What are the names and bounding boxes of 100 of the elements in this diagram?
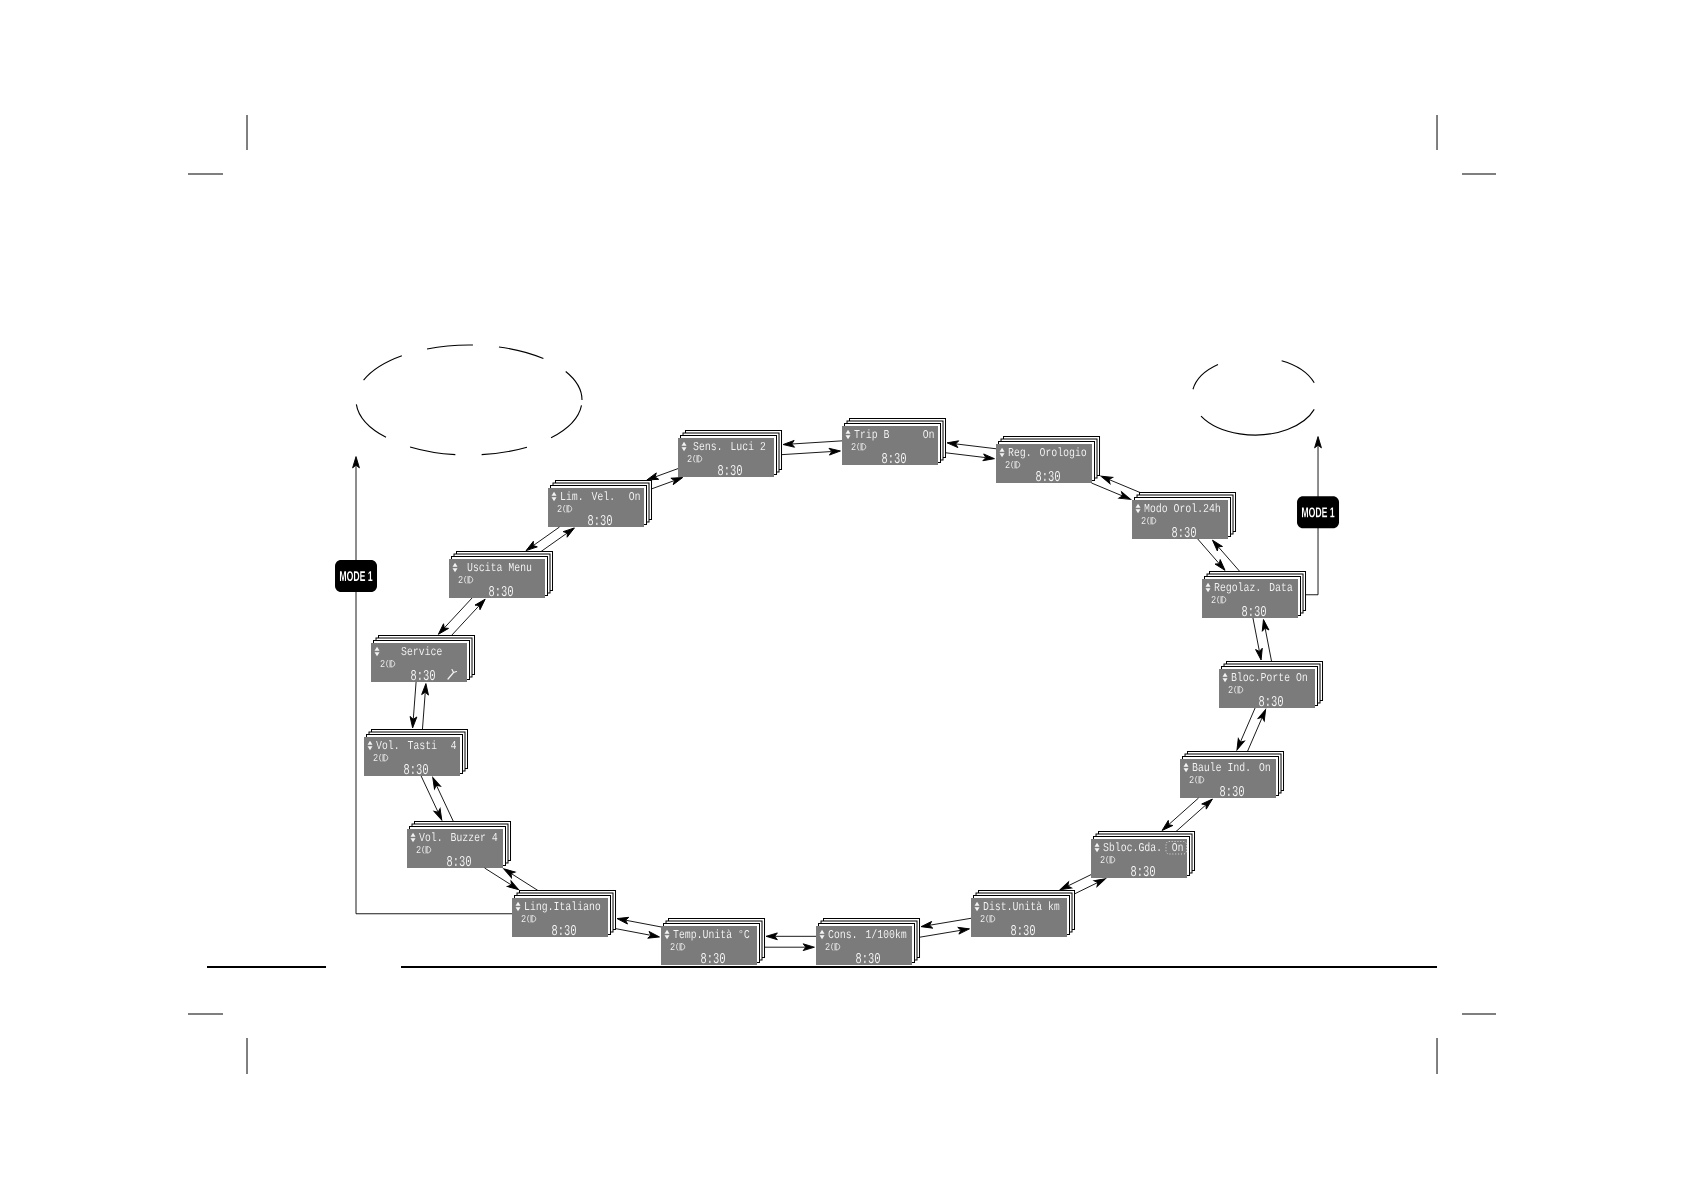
level-number: 2 (557, 505, 562, 512)
display-screen (1180, 751, 1284, 798)
arrow (1197, 538, 1226, 571)
display-screen (407, 821, 511, 868)
level-number: 2 (980, 915, 985, 922)
arrow (1247, 709, 1267, 752)
selected-value: On (1165, 841, 1187, 855)
menu-text: Vol. Buzzer 4 (419, 832, 498, 842)
level-number: 2 (1141, 517, 1146, 524)
arrow (432, 776, 454, 822)
level-number: 2 (825, 943, 830, 950)
level-number: 2 (1228, 686, 1233, 693)
key-badge: MODE 1 (335, 560, 377, 593)
level-number: 2 (670, 943, 675, 950)
menu-text: Service (401, 646, 442, 656)
arrow (1212, 539, 1241, 572)
clock-time: 8:30 (1242, 605, 1266, 617)
arrow (352, 456, 513, 915)
display-screen (996, 436, 1100, 483)
clock-time: 8:30 (718, 464, 742, 476)
level-number: 2 (1005, 461, 1010, 468)
dashed-ellipse (355, 344, 583, 456)
menu-text: Bloc.Porte On (1231, 672, 1307, 682)
menu-text: Baule Ind. On (1192, 762, 1270, 772)
display-screen (1202, 571, 1306, 618)
clock-time: 8:30 (856, 953, 880, 964)
level-number: 2 (458, 576, 463, 583)
menu-text: Dist.Unità km (983, 901, 1060, 911)
arrow (646, 468, 679, 481)
clock-time: 8:30 (1011, 925, 1035, 936)
arrow (451, 598, 486, 636)
level-number: 2 (1189, 776, 1194, 783)
clock-time: 8:30 (1172, 526, 1196, 538)
display-screen (449, 551, 553, 598)
clock-time: 8:30 (552, 925, 576, 936)
arrow (651, 477, 684, 490)
clock-time: 8:30 (1220, 785, 1244, 797)
menu-text: Modo Orol.24h (1144, 503, 1220, 513)
arrow (615, 928, 660, 939)
setting-value: On (923, 430, 934, 439)
arrow (782, 440, 843, 448)
level-number: 2 (851, 443, 856, 450)
arrow (1100, 475, 1141, 493)
level-number: 2 (1211, 596, 1216, 603)
level-number: 2 (380, 660, 385, 667)
menu-text: Lim. Vel. (561, 491, 613, 501)
menu-text: Temp.Unità °C (673, 929, 750, 941)
arrow (781, 447, 841, 456)
menu-text: Uscita Menu (467, 562, 532, 572)
arrow (616, 916, 662, 928)
arrow (409, 681, 418, 729)
arrow (1074, 878, 1106, 895)
clock-time: 8:30 (411, 669, 435, 681)
display-screen (678, 430, 782, 477)
arrow (1261, 619, 1273, 662)
arrow (1252, 617, 1263, 661)
arrow (1175, 798, 1213, 832)
level-number: 2 (521, 915, 526, 922)
arrow (919, 926, 970, 938)
arrow (945, 452, 995, 462)
display-screen (661, 918, 765, 965)
arrow (1059, 874, 1092, 891)
display-screen (1132, 492, 1236, 539)
display-screen (842, 418, 946, 465)
clock-time: 8:30 (447, 856, 471, 867)
menu-text: Cons. 1/100km (828, 929, 907, 939)
setting-value: 4 (451, 741, 456, 749)
menu-text: Trip B (854, 429, 890, 441)
arrow (946, 440, 997, 450)
display-screen (1219, 661, 1323, 708)
level-number: 2 (373, 754, 378, 761)
arrow (420, 775, 443, 821)
clock-time: 8:30 (1036, 470, 1060, 482)
display-screen (1091, 831, 1195, 878)
setting-value: On (629, 492, 640, 501)
arrow (437, 597, 473, 635)
menu-text: Sens. Luci 2 (693, 441, 766, 451)
level-number: 2 (1100, 856, 1105, 863)
menu-text: Vol. Tasti (376, 740, 437, 750)
display-screen (971, 890, 1075, 937)
clock-time: 8:30 (882, 452, 906, 464)
display-screen (816, 918, 920, 965)
arrow (484, 867, 520, 891)
display-screen (364, 729, 468, 776)
clock-time: 8:30 (588, 514, 612, 526)
display-screen (548, 480, 652, 527)
arrow (765, 932, 817, 941)
display-screen (371, 635, 475, 682)
display-screen (512, 890, 616, 937)
clock-time: 8:30 (404, 763, 428, 775)
arrow (1091, 482, 1131, 500)
level-number: 2 (687, 455, 692, 462)
level-number: 2 (416, 846, 421, 853)
arrow (920, 917, 972, 929)
key-badge: MODE 1 (1297, 496, 1339, 529)
clock-time: 8:30 (489, 585, 513, 597)
menu-text: Sbloc.Gda. (1103, 842, 1160, 852)
menu-text: Reg. Orologio (1008, 447, 1087, 459)
arrow (503, 868, 539, 891)
clock-time: 8:30 (1131, 866, 1155, 877)
